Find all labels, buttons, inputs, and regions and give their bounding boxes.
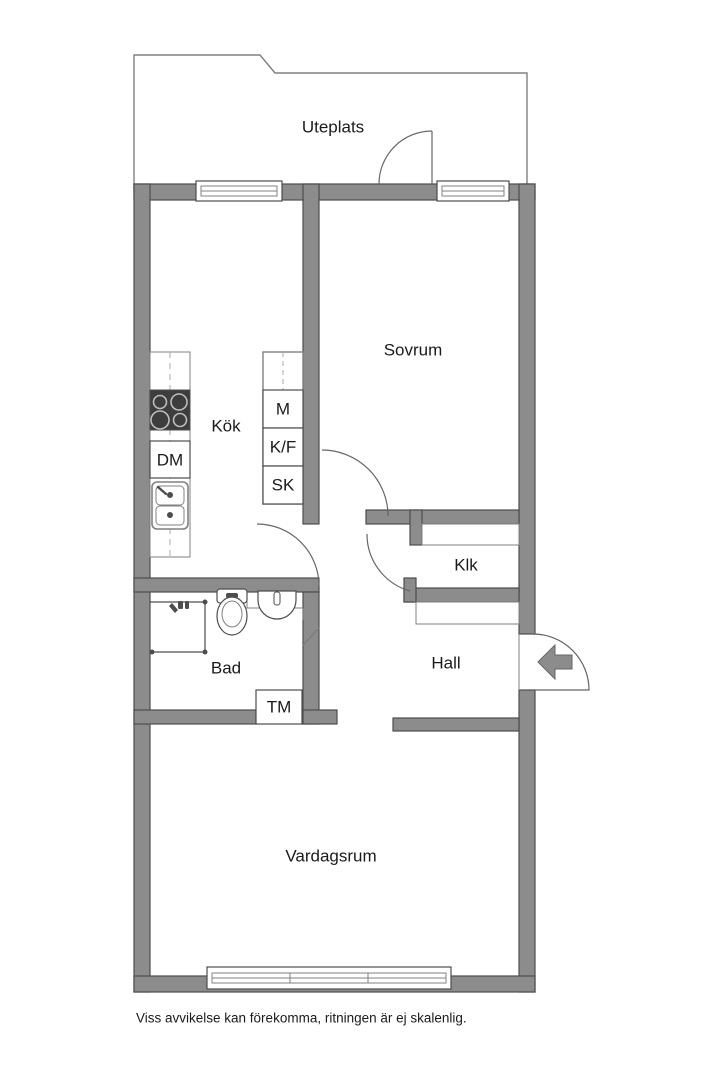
wall-right-lower <box>518 689 536 993</box>
wall-bath-bottom-left <box>133 709 257 725</box>
room-label-bad: Bad <box>211 658 241 677</box>
doors-group <box>256 130 590 691</box>
door-sovrum-icon <box>321 449 389 517</box>
microwave-icon <box>262 389 304 429</box>
appliance-label-sk: SK <box>272 475 295 494</box>
room-label-vardagsrum: Vardagsrum <box>285 846 376 865</box>
appliance-label-dm: DM <box>157 450 183 469</box>
klk-shelf-bottom <box>415 601 520 625</box>
klk-fittings <box>415 523 520 625</box>
window-livingroom-icon <box>206 966 452 990</box>
room-label-kok: Kök <box>211 416 241 435</box>
room-label-uteplats: Uteplats <box>302 117 364 136</box>
wall-klk-bottom <box>403 587 520 603</box>
cabinet-icon <box>262 465 304 505</box>
room-label-klk: Klk <box>454 555 478 574</box>
door-kok-icon <box>256 523 320 587</box>
appliance-labels: DM M K/F SK TM <box>157 399 296 716</box>
wall-bath-bottom-right <box>302 709 338 725</box>
washing-machine-icon <box>255 689 303 725</box>
dishwasher-icon <box>149 440 191 479</box>
wall-hall-livingroom <box>392 717 520 732</box>
wall-klk-left-stub <box>403 577 417 603</box>
room-label-sovrum: Sovrum <box>384 340 443 359</box>
room-label-hall: Hall <box>431 653 460 672</box>
windows-group <box>195 180 510 990</box>
walls-group <box>133 183 536 993</box>
kitchen-sink-icon <box>151 481 189 530</box>
wall-kitchen-bedroom <box>302 183 320 525</box>
fridge-freezer-icon <box>262 427 304 467</box>
wall-klk-left-upper <box>409 509 423 546</box>
washbasin-icon <box>257 590 297 620</box>
wall-right-upper <box>518 183 536 635</box>
appliance-label-m: M <box>276 399 290 418</box>
klk-shelf-top <box>421 523 520 546</box>
toilet-icon <box>216 588 248 636</box>
kitchen-tall-units <box>262 351 304 505</box>
wall-bedroom-bottom <box>365 509 520 525</box>
bathroom-fittings <box>149 588 320 725</box>
appliance-label-tm: TM <box>267 697 292 716</box>
window-kitchen-icon <box>195 180 283 202</box>
drawing-disclaimer-caption: Viss avvikelse kan förekomma, ritningen … <box>136 1011 467 1026</box>
wall-bath-hall <box>302 591 320 725</box>
door-entrance-icon <box>532 633 590 691</box>
door-klk-icon <box>366 533 411 592</box>
kitchen-fittings <box>149 351 304 558</box>
window-bedroom-icon <box>436 180 510 202</box>
entrance-arrow-icon <box>537 643 573 681</box>
shower-icon <box>149 599 208 655</box>
door-uteplats-icon <box>378 130 433 185</box>
room-labels: Uteplats Kök Sovrum Klk Bad Hall Vardags… <box>211 117 478 865</box>
appliance-label-kf: K/F <box>270 437 296 456</box>
stove-icon <box>149 389 191 431</box>
